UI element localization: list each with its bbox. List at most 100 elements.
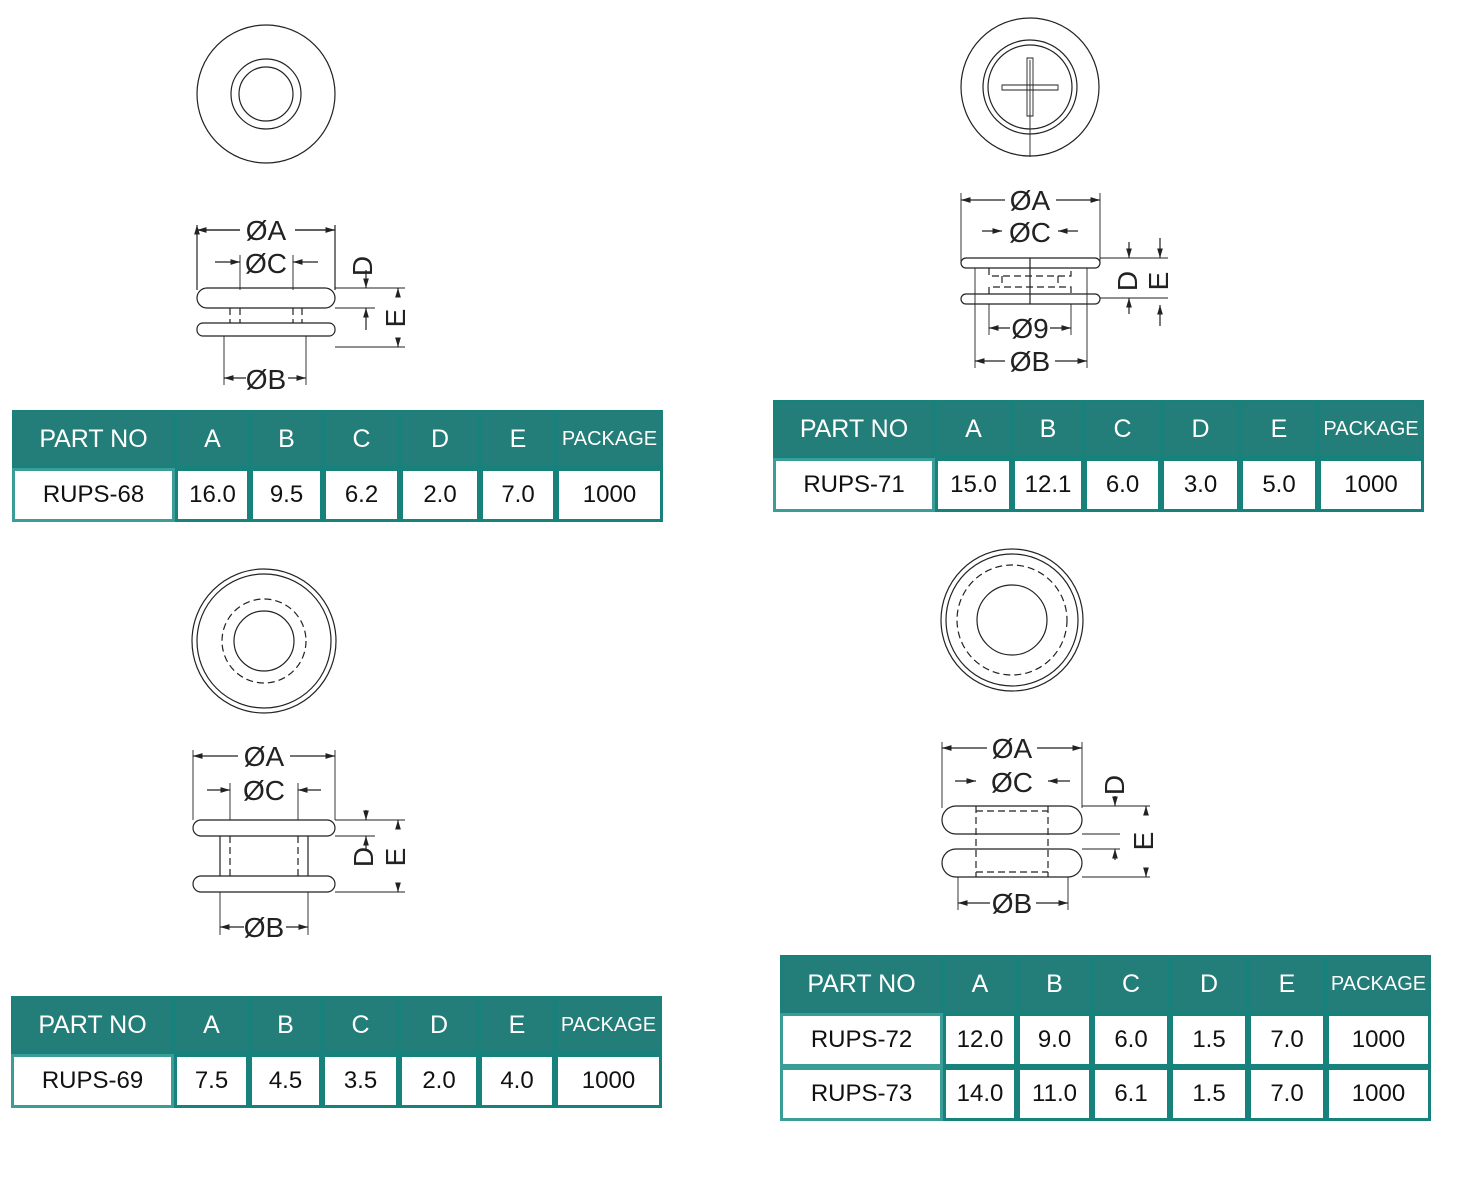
column-header: D xyxy=(1170,955,1248,1013)
dimension-label: E xyxy=(380,309,411,328)
column-header: E xyxy=(479,996,555,1054)
part-number-cell: RUPS-71 xyxy=(773,458,935,512)
column-header: B xyxy=(249,996,322,1054)
column-header: E xyxy=(1240,400,1318,458)
dimension-label: E xyxy=(380,848,411,867)
column-header: C xyxy=(323,410,400,468)
dimension-label: ØB xyxy=(992,888,1032,919)
value-cell: 7.0 xyxy=(1248,1067,1326,1121)
value-cell: 3.0 xyxy=(1161,458,1240,512)
value-cell: 9.0 xyxy=(1017,1013,1092,1067)
dimension-label: ØC xyxy=(1009,217,1051,248)
dimension-label: ØA xyxy=(246,215,287,246)
value-cell: 4.5 xyxy=(249,1054,322,1108)
dimension-label: D xyxy=(347,256,378,276)
column-header: PART NO xyxy=(11,996,174,1054)
value-cell: 7.0 xyxy=(1248,1013,1326,1067)
value-cell: 4.0 xyxy=(479,1054,555,1108)
column-header: C xyxy=(322,996,399,1054)
part-number-cell: RUPS-72 xyxy=(780,1013,943,1067)
value-cell: 12.0 xyxy=(943,1013,1017,1067)
dimension-label: ØB xyxy=(1010,346,1050,377)
drawing-rups-71: ØA ØC Ø9 ØB D E xyxy=(960,17,1174,377)
drawing-rups-72-73: ØA ØC ØB D E xyxy=(940,548,1159,919)
dimension-label: E xyxy=(1128,832,1159,851)
dimension-label: ØB xyxy=(244,912,284,943)
dimension-label: E xyxy=(1143,272,1174,291)
value-cell: 6.0 xyxy=(1084,458,1161,512)
column-header: E xyxy=(480,410,556,468)
column-header: PART NO xyxy=(780,955,943,1013)
value-cell: 6.1 xyxy=(1092,1067,1170,1121)
column-header: B xyxy=(1017,955,1092,1013)
column-header: PART NO xyxy=(773,400,935,458)
column-header: B xyxy=(250,410,323,468)
dimension-label: D xyxy=(1099,775,1130,795)
column-header: D xyxy=(1161,400,1240,458)
value-cell: 12.1 xyxy=(1012,458,1084,512)
value-cell: 1000 xyxy=(556,468,663,522)
dimension-label: Ø9 xyxy=(1011,313,1048,344)
value-cell: 1.5 xyxy=(1170,1067,1248,1121)
value-cell: 9.5 xyxy=(250,468,323,522)
value-cell: 1000 xyxy=(555,1054,662,1108)
dimension-label: D xyxy=(348,847,379,867)
dimension-label: ØC xyxy=(245,248,287,279)
value-cell: 1.5 xyxy=(1170,1013,1248,1067)
value-cell: 1000 xyxy=(1318,458,1424,512)
value-cell: 7.5 xyxy=(174,1054,249,1108)
value-cell: 1000 xyxy=(1326,1067,1431,1121)
value-cell: 1000 xyxy=(1326,1013,1431,1067)
dimension-label: ØC xyxy=(243,775,285,806)
column-header: PACKAGE xyxy=(556,410,663,468)
value-cell: 7.0 xyxy=(480,468,556,522)
value-cell: 14.0 xyxy=(943,1067,1017,1121)
value-cell: 15.0 xyxy=(935,458,1012,512)
value-cell: 2.0 xyxy=(399,1054,479,1108)
dimension-label: D xyxy=(1112,271,1143,291)
dimension-label: ØA xyxy=(992,733,1033,764)
column-header: PACKAGE xyxy=(555,996,662,1054)
dimension-label: ØC xyxy=(991,767,1033,798)
column-header: PART NO xyxy=(12,410,175,468)
part-number-cell: RUPS-73 xyxy=(780,1067,943,1121)
column-header: C xyxy=(1084,400,1161,458)
column-header: E xyxy=(1248,955,1326,1013)
column-header: PACKAGE xyxy=(1326,955,1431,1013)
value-cell: 16.0 xyxy=(175,468,250,522)
drawing-rups-69: ØA ØC ØB D E xyxy=(191,568,411,943)
column-header: PACKAGE xyxy=(1318,400,1424,458)
part-number-cell: RUPS-68 xyxy=(12,468,175,522)
value-cell: 5.0 xyxy=(1240,458,1318,512)
column-header: D xyxy=(400,410,480,468)
drawing-rups-68: ØA ØC ØB D E xyxy=(197,24,411,395)
column-header: D xyxy=(399,996,479,1054)
dimension-label: ØB xyxy=(246,364,286,395)
column-header: B xyxy=(1012,400,1084,458)
dimension-label: ØA xyxy=(1010,185,1051,216)
value-cell: 6.0 xyxy=(1092,1013,1170,1067)
column-header: A xyxy=(935,400,1012,458)
column-header: C xyxy=(1092,955,1170,1013)
value-cell: 6.2 xyxy=(323,468,400,522)
part-number-cell: RUPS-69 xyxy=(11,1054,174,1108)
value-cell: 11.0 xyxy=(1017,1067,1092,1121)
value-cell: 2.0 xyxy=(400,468,480,522)
column-header: A xyxy=(174,996,249,1054)
column-header: A xyxy=(943,955,1017,1013)
